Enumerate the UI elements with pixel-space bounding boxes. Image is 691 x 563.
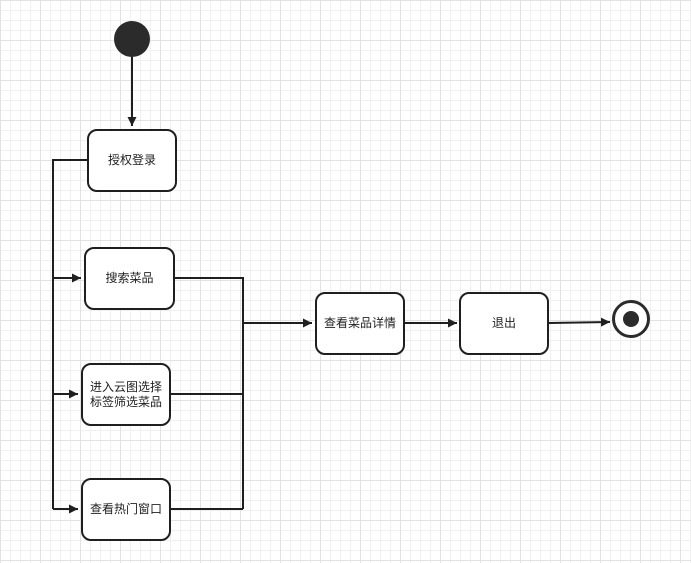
node-search-label: 搜索菜品	[105, 271, 154, 285]
node-detail[interactable]: 查看菜品详情	[315, 292, 405, 355]
end-node-core	[623, 311, 639, 327]
start-node	[114, 21, 150, 57]
node-cloud-filter-label: 进入云图选择 标签筛选菜品	[89, 379, 162, 409]
node-login-label: 授权登录	[107, 153, 156, 167]
node-detail-label: 查看菜品详情	[323, 316, 396, 330]
node-hot-window-label: 查看热门窗口	[89, 502, 162, 516]
end-node	[612, 300, 650, 338]
node-login[interactable]: 授权登录	[87, 129, 177, 192]
node-search[interactable]: 搜索菜品	[84, 247, 175, 310]
edge-exit-end	[548, 317, 611, 327]
node-hot-window[interactable]: 查看热门窗口	[81, 478, 171, 541]
node-cloud-filter[interactable]: 进入云图选择 标签筛选菜品	[81, 363, 171, 426]
node-exit-label: 退出	[491, 316, 516, 330]
edge-search-merge	[175, 277, 244, 509]
node-exit[interactable]: 退出	[459, 292, 549, 355]
edge-login-trunk	[52, 159, 87, 509]
